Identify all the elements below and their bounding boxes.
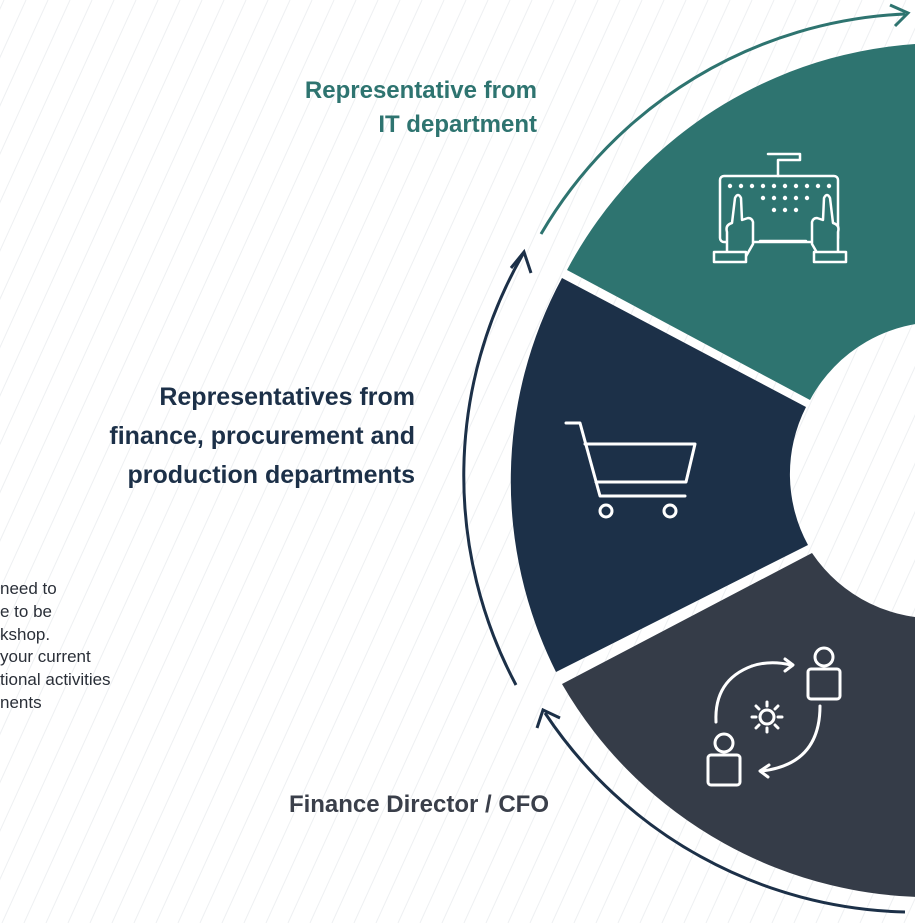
body-text-line: your current xyxy=(0,647,91,667)
segment-title-line: Finance Director / CFO xyxy=(288,791,549,818)
segment-finance xyxy=(510,278,808,672)
segment-title-line: production departments xyxy=(127,461,415,489)
body-text-line: tional activities xyxy=(0,670,111,690)
segment-title-line: finance, procurement and xyxy=(109,422,415,450)
body-text-line: kshop. xyxy=(0,624,51,644)
segment-title-line: IT department xyxy=(378,111,537,138)
segment-title-line: Representative from xyxy=(304,77,537,104)
segment-cfo xyxy=(562,553,915,897)
body-text: need to e to be kshop. your current tion… xyxy=(0,578,111,715)
body-text-line: e to be xyxy=(0,601,52,621)
shopping-cart-icon xyxy=(564,421,697,519)
body-text-line: nents xyxy=(0,692,42,712)
cycle-arrow-top xyxy=(539,12,906,235)
segment-title-cfo: Finance Director / CFO xyxy=(289,788,549,822)
cycle-arrow-bottom xyxy=(543,712,906,914)
people-exchange-gear-icon xyxy=(706,646,842,787)
segment-title-it: Representative from IT department xyxy=(305,74,537,142)
segment-title-finance: Representatives from finance, procuremen… xyxy=(109,378,415,495)
cycle-arrowhead-top xyxy=(889,3,911,28)
body-text-line: need to xyxy=(0,579,57,598)
cycle-arrow-left xyxy=(462,253,525,686)
cycle-arrowhead-left xyxy=(509,248,533,274)
keyboard-hands-icon xyxy=(712,152,848,264)
cycle-arrowhead-bottom xyxy=(535,707,561,729)
segment-title-line: Representatives from xyxy=(159,383,415,411)
